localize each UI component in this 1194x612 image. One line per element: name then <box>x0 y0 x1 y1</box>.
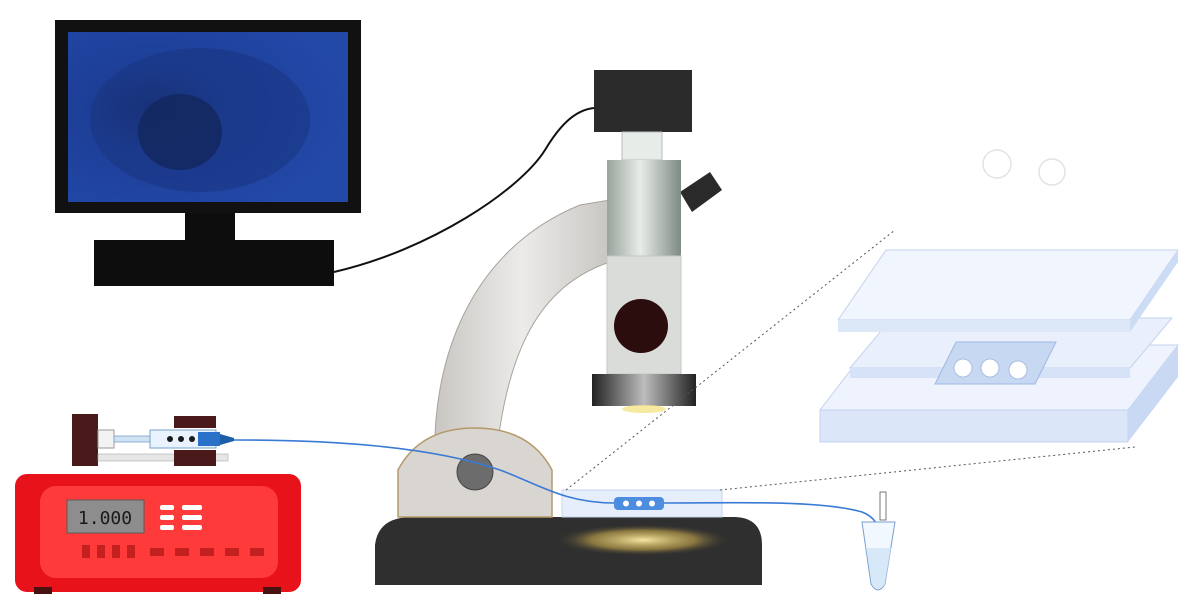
chip-inlet-hole-2 <box>1038 158 1066 186</box>
pump-key-1[interactable] <box>160 505 174 510</box>
pump-foot-right <box>263 587 281 594</box>
pump-button-5[interactable] <box>150 548 164 556</box>
focus-knob <box>456 453 494 491</box>
pump-key-5[interactable] <box>160 525 174 530</box>
syringe-guide-rod <box>97 453 229 462</box>
pump-key-4[interactable] <box>182 515 202 520</box>
pump-key-2[interactable] <box>182 505 202 510</box>
chip-top-front <box>838 320 1130 332</box>
pump-key-6[interactable] <box>182 525 202 530</box>
syringe-needle-hub <box>220 434 234 445</box>
chip-well-2 <box>636 500 642 507</box>
microfluidic-chip-icon <box>818 149 1180 443</box>
pump-button-7[interactable] <box>200 548 214 556</box>
syringe-front-clamp-bottom <box>174 450 216 466</box>
tube-cap <box>879 491 887 521</box>
inlet-tubing <box>233 439 615 504</box>
syringe-mark-1 <box>167 436 173 442</box>
syringe-mark-2 <box>178 436 184 442</box>
body-tube-upper <box>607 160 681 256</box>
syringe-icon <box>72 414 234 466</box>
chip-well-a <box>953 358 973 378</box>
syringe-rear-clamp <box>72 414 98 466</box>
chip-well-c <box>1008 360 1028 380</box>
chip-well-3 <box>649 500 655 507</box>
syringe-pump-icon: 1.000 <box>15 474 301 594</box>
chip-inlet-hole-1 <box>982 149 1012 179</box>
objective-lens <box>592 374 696 406</box>
chip-bottom-front <box>819 409 1129 443</box>
eyepiece <box>680 172 722 212</box>
camera-body <box>594 70 692 132</box>
pump-button-2[interactable] <box>97 545 105 558</box>
chip-bottom-side <box>1128 345 1178 442</box>
pump-display <box>66 499 145 534</box>
collection-tube-icon <box>861 491 896 591</box>
computer-base-unit <box>94 240 334 286</box>
computer-monitor-icon <box>55 20 361 286</box>
revolver-knob <box>614 299 668 353</box>
syringe-front-clamp-top <box>174 416 216 428</box>
light-source-glow <box>555 524 731 556</box>
pump-button-4[interactable] <box>127 545 135 558</box>
chip-well-b <box>980 358 1000 378</box>
pump-button-6[interactable] <box>175 548 189 556</box>
pump-button-8[interactable] <box>225 548 239 556</box>
pump-key-3[interactable] <box>160 515 174 520</box>
syringe-mark-3 <box>189 436 195 442</box>
objective-light <box>622 405 666 413</box>
chip-top-top-face <box>837 249 1179 321</box>
camera-cable <box>333 107 595 273</box>
monitor-neck <box>185 213 235 240</box>
pump-foot-left <box>34 587 52 594</box>
pump-button-1[interactable] <box>82 545 90 558</box>
tube-liquid <box>866 548 891 589</box>
microscope-arm <box>434 199 611 471</box>
syringe-fluid <box>198 432 220 446</box>
syringe-plunger-rod <box>113 435 151 443</box>
pump-button-9[interactable] <box>250 548 264 556</box>
microscope-icon <box>375 70 762 585</box>
chip-top-side <box>1130 250 1178 332</box>
pump-display-value: 1.000 <box>78 508 132 529</box>
chip-well-1 <box>623 500 629 507</box>
camera-adapter <box>621 131 663 161</box>
pump-button-3[interactable] <box>112 545 120 558</box>
syringe-plunger-flange <box>97 429 115 449</box>
screen-image-spheroid <box>138 94 222 170</box>
